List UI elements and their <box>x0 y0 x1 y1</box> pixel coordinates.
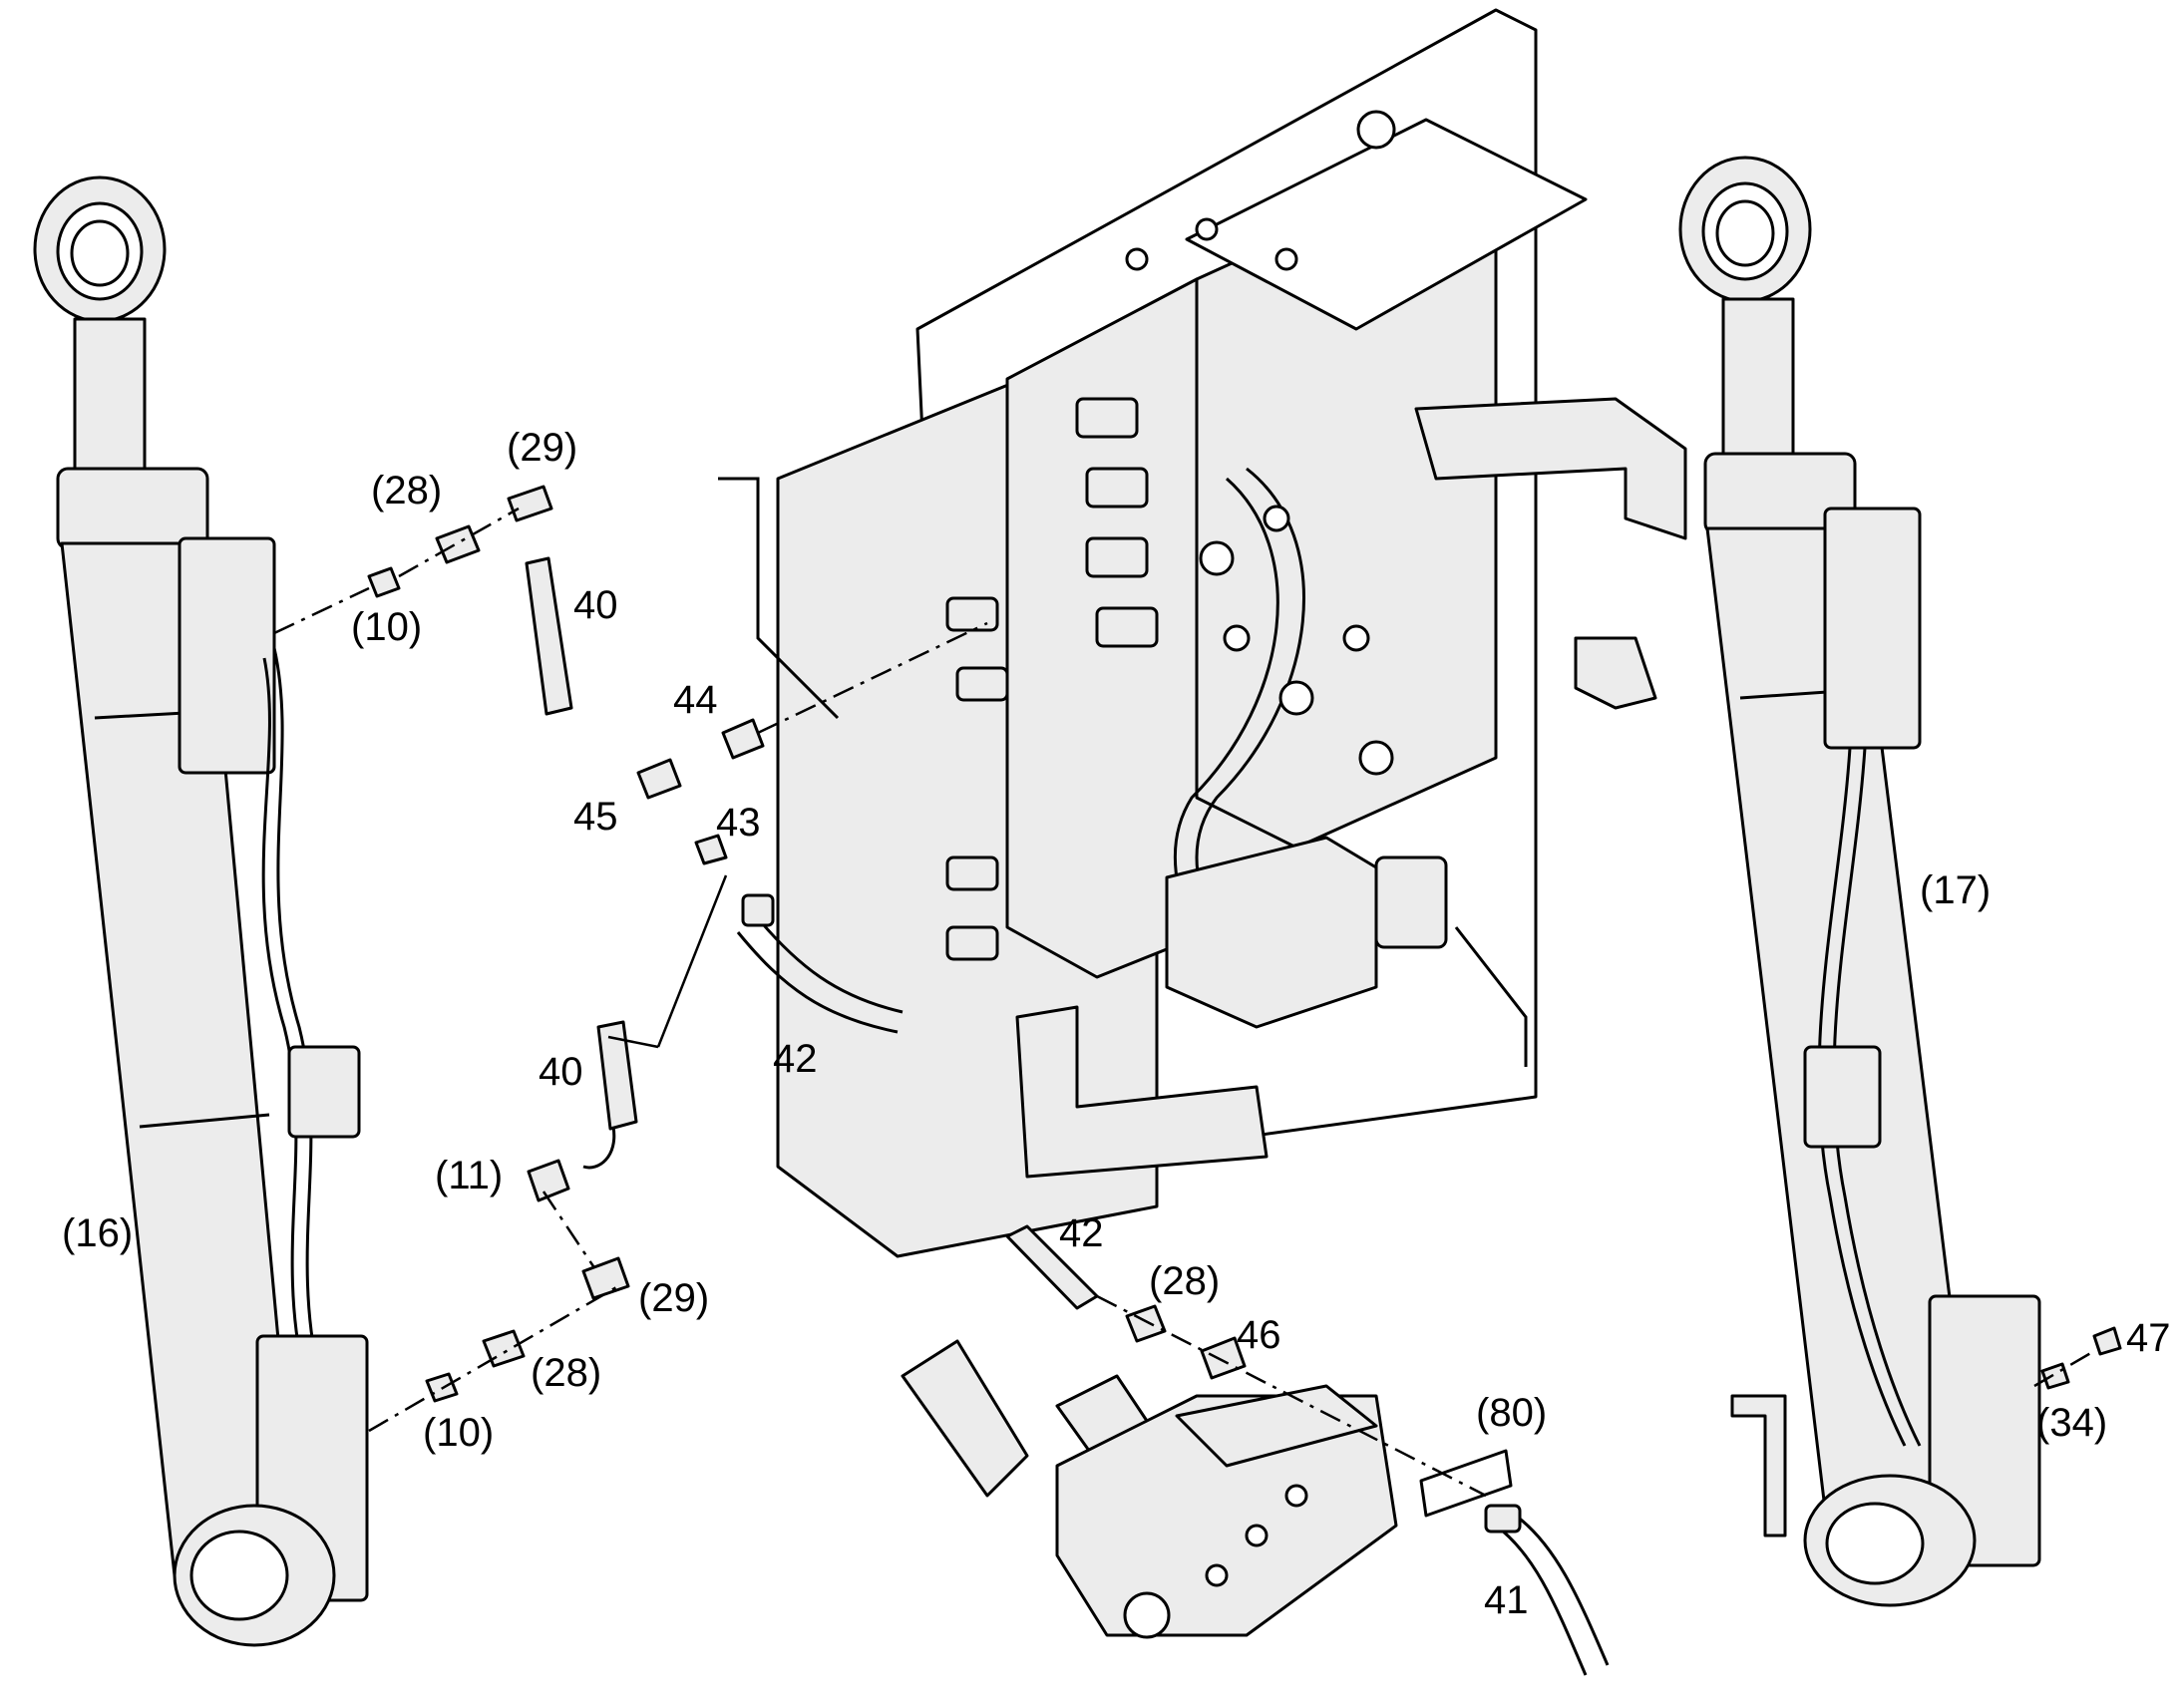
callout-47: 47 <box>2126 1316 2171 1360</box>
callout-45: 45 <box>573 795 618 839</box>
callout-40-top: 40 <box>573 583 618 627</box>
callout-28-top: (28) <box>371 469 442 512</box>
callout-42-top: 42 <box>773 1037 818 1081</box>
pump-assembly <box>901 1339 1610 1676</box>
callout-29-lower: (29) <box>638 1276 709 1320</box>
leader-lines <box>607 874 728 1049</box>
callout-40-mid: 40 <box>539 1050 583 1094</box>
callout-80: (80) <box>1476 1391 1547 1435</box>
callout-labels: (16) (17) (10) (28) (29) 40 44 45 43 42 … <box>62 426 2171 1622</box>
left-hydraulic-cylinder <box>33 175 369 1647</box>
callout-44: 44 <box>673 678 718 722</box>
callout-42-lower: 42 <box>1059 1211 1104 1255</box>
callout-34: (34) <box>2036 1401 2107 1445</box>
callout-46: 46 <box>1237 1313 1281 1357</box>
control-valve-assembly <box>718 8 1687 1258</box>
callout-10-top: (10) <box>351 605 422 649</box>
right-hydraulic-cylinder <box>1678 156 2041 1607</box>
callout-28-lower: (28) <box>531 1351 601 1395</box>
callout-28-right: (28) <box>1149 1259 1220 1303</box>
callout-11: (11) <box>435 1154 503 1197</box>
callout-29-top: (29) <box>507 426 577 470</box>
callout-16: (16) <box>62 1211 133 1255</box>
callout-41: 41 <box>1484 1578 1529 1622</box>
callout-43: 43 <box>716 801 761 845</box>
callout-10-lower: (10) <box>423 1411 494 1455</box>
fittings <box>367 485 2122 1403</box>
callout-17: (17) <box>1920 868 1991 912</box>
assembly-axis-lines <box>273 507 2095 1498</box>
